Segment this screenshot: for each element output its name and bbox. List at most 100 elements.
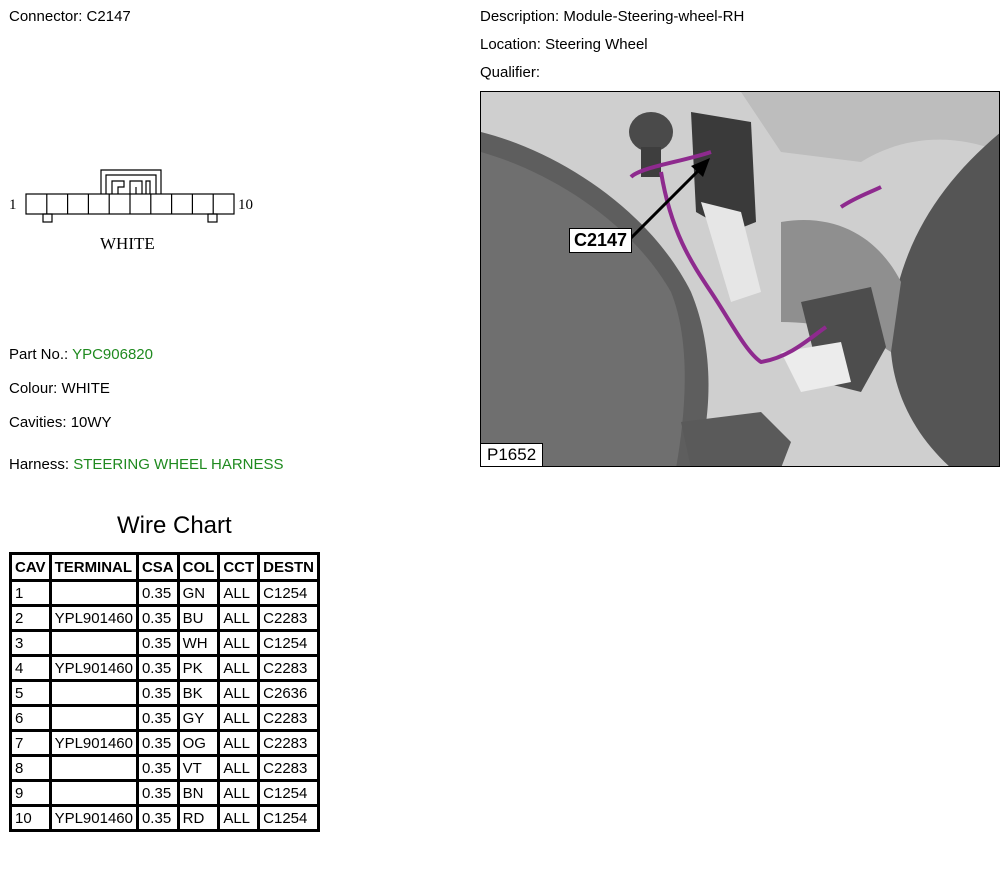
cell-col: OG — [176, 729, 221, 757]
header-cct: CCT — [217, 552, 261, 582]
location-value: Steering Wheel — [545, 36, 648, 53]
cell-destn: C2283 — [257, 604, 320, 632]
cell-csa: 0.35 — [135, 729, 180, 757]
cell-csa: 0.35 — [135, 704, 180, 732]
connector-location-photo: C2147 P1652 — [480, 91, 1000, 467]
cell-col: GN — [176, 579, 221, 607]
cell-cct: ALL — [217, 704, 261, 732]
cell-cct: ALL — [217, 654, 261, 682]
cell-csa: 0.35 — [135, 754, 180, 782]
description-label: Description: — [480, 8, 560, 25]
connector-line: Connector: C2147 — [9, 8, 131, 25]
cell-destn: C2636 — [257, 679, 320, 707]
figure-label: P1652 — [481, 443, 544, 466]
location-label: Location: — [480, 36, 541, 53]
header-terminal: TERMINAL — [48, 552, 139, 582]
table-row: 8 0.35 VT ALL C2283 — [9, 754, 320, 782]
connector-label: Connector: — [9, 8, 83, 25]
table-row: 1 0.35 GN ALL C1254 — [9, 579, 320, 607]
cell-terminal: YPL901460 — [48, 654, 139, 682]
cell-col: GY — [176, 704, 221, 732]
cell-terminal: YPL901460 — [48, 804, 139, 832]
cell-col: RD — [176, 804, 221, 832]
cell-col: BN — [176, 779, 221, 807]
steering-column-illustration — [481, 92, 999, 466]
cell-cct: ALL — [217, 754, 261, 782]
cell-col: BK — [176, 679, 221, 707]
cell-col: BU — [176, 604, 221, 632]
cell-csa: 0.35 — [135, 604, 180, 632]
header-col: COL — [176, 552, 221, 582]
cell-destn: C2283 — [257, 729, 320, 757]
cell-destn: C2283 — [257, 654, 320, 682]
table-row: 3 0.35 WH ALL C1254 — [9, 629, 320, 657]
cell-cav: 4 — [9, 654, 52, 682]
cavities-line: Cavities: 10WY — [9, 414, 112, 431]
cell-cav: 9 — [9, 779, 52, 807]
cell-terminal — [48, 779, 139, 807]
header-csa: CSA — [135, 552, 180, 582]
cell-terminal — [48, 704, 139, 732]
cell-cav: 3 — [9, 629, 52, 657]
qualifier-line: Qualifier: — [480, 64, 540, 81]
cell-csa: 0.35 — [135, 579, 180, 607]
description-line: Description: Module-Steering-wheel-RH — [480, 8, 744, 25]
table-row: 10 YPL901460 0.35 RD ALL C1254 — [9, 804, 320, 832]
cell-cav: 1 — [9, 579, 52, 607]
colour-label: Colour: — [9, 380, 58, 397]
connector-colour-caption: WHITE — [100, 234, 155, 253]
cell-destn: C2283 — [257, 754, 320, 782]
pin-start-label: 1 — [9, 197, 17, 213]
cell-col: PK — [176, 654, 221, 682]
cell-cav: 7 — [9, 729, 52, 757]
cell-cav: 5 — [9, 679, 52, 707]
cavities-label: Cavities: — [9, 414, 67, 431]
cell-col: VT — [176, 754, 221, 782]
connector-value: C2147 — [86, 8, 131, 25]
cell-csa: 0.35 — [135, 679, 180, 707]
cavities-value: 10WY — [70, 414, 112, 431]
cell-destn: C1254 — [257, 629, 320, 657]
wire-chart-table: CAV TERMINAL CSA COL CCT DESTN 1 0.35 GN… — [9, 552, 320, 832]
cell-cav: 2 — [9, 604, 52, 632]
description-value: Module-Steering-wheel-RH — [563, 8, 745, 25]
part-no-label: Part No.: — [9, 346, 69, 363]
cell-destn: C1254 — [257, 579, 320, 607]
table-row: 6 0.35 GY ALL C2283 — [9, 704, 320, 732]
cell-terminal — [48, 754, 139, 782]
cell-cct: ALL — [217, 779, 261, 807]
cell-cct: ALL — [217, 679, 261, 707]
cell-terminal: YPL901460 — [48, 604, 139, 632]
cell-csa: 0.35 — [135, 654, 180, 682]
location-line: Location: Steering Wheel — [480, 36, 648, 53]
cell-terminal — [48, 629, 139, 657]
harness-line: Harness: STEERING WHEEL HARNESS — [9, 456, 284, 473]
cell-destn: C1254 — [257, 804, 320, 832]
wire-chart-header-row: CAV TERMINAL CSA COL CCT DESTN — [9, 552, 320, 582]
table-row: 2 YPL901460 0.35 BU ALL C2283 — [9, 604, 320, 632]
cell-cct: ALL — [217, 804, 261, 832]
cell-csa: 0.35 — [135, 779, 180, 807]
cell-cct: ALL — [217, 729, 261, 757]
qualifier-label: Qualifier: — [480, 64, 541, 81]
cell-csa: 0.35 — [135, 804, 180, 832]
cell-cav: 6 — [9, 704, 52, 732]
table-row: 7 YPL901460 0.35 OG ALL C2283 — [9, 729, 320, 757]
connector-callout-label: C2147 — [569, 228, 633, 253]
part-no-line: Part No.: YPC906820 — [9, 346, 153, 363]
colour-line: Colour: WHITE — [9, 380, 110, 397]
harness-label: Harness: — [9, 456, 70, 473]
cell-cav: 10 — [9, 804, 52, 832]
harness-link[interactable]: STEERING WHEEL HARNESS — [73, 456, 284, 473]
wire-chart-title: Wire Chart — [117, 512, 232, 539]
colour-value: WHITE — [61, 380, 110, 397]
cell-terminal — [48, 679, 139, 707]
connector-face-drawing: 1 10 WHITE — [9, 169, 253, 253]
table-row: 9 0.35 BN ALL C1254 — [9, 779, 320, 807]
part-no-link[interactable]: YPC906820 — [72, 346, 153, 363]
table-row: 5 0.35 BK ALL C2636 — [9, 679, 320, 707]
cell-col: WH — [176, 629, 221, 657]
table-row: 4 YPL901460 0.35 PK ALL C2283 — [9, 654, 320, 682]
cell-cct: ALL — [217, 579, 261, 607]
cell-destn: C1254 — [257, 779, 320, 807]
